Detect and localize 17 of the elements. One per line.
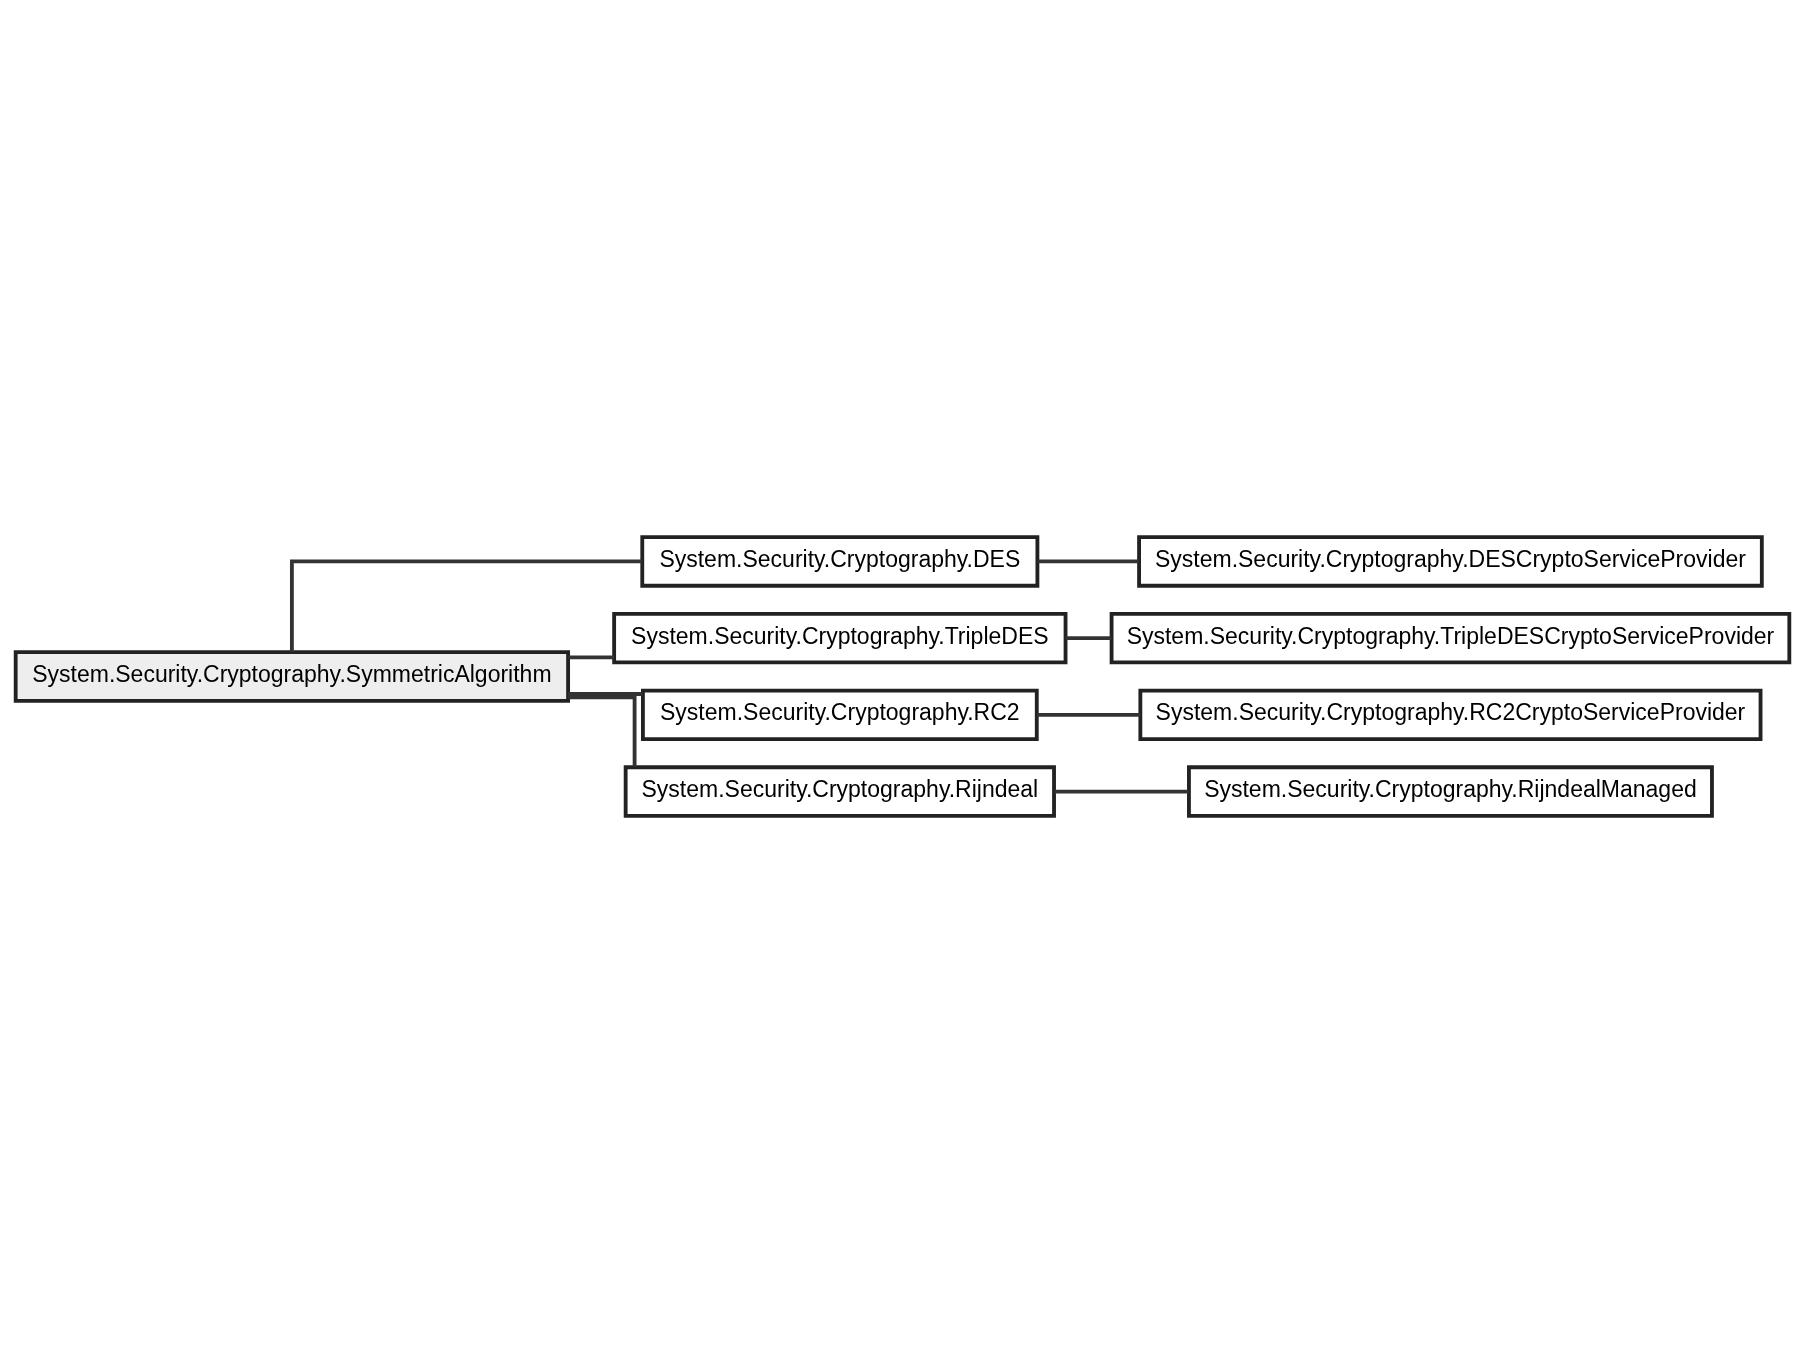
connector xyxy=(289,559,642,652)
node-box: System.Security.Cryptography.TripleDES xyxy=(612,611,1068,664)
connector xyxy=(1054,789,1189,793)
node-box: System.Security.Cryptography.RC2 xyxy=(641,688,1039,741)
connector xyxy=(568,654,614,659)
connector xyxy=(1036,712,1141,717)
node-box: System.Security.Cryptography.RijndealManaged xyxy=(1187,764,1714,818)
node-box: System.Security.Cryptography.RC2CryptoServiceProvider xyxy=(1138,688,1763,741)
node-box: System.Security.Cryptography.DESCryptoServiceProvider xyxy=(1137,534,1764,588)
node-box: System.Security.Cryptography.SymmetricAlgorithm xyxy=(13,649,570,703)
node-box: System.Security.Cryptography.DES xyxy=(640,534,1040,588)
node-box: System.Security.Cryptography.TripleDESCryptoServiceProvider xyxy=(1109,611,1792,664)
connector xyxy=(568,694,637,767)
connector xyxy=(1037,559,1139,563)
node-box: System.Security.Cryptography.Rijndeal xyxy=(623,764,1056,818)
connector xyxy=(568,691,643,696)
connector xyxy=(1065,635,1112,640)
